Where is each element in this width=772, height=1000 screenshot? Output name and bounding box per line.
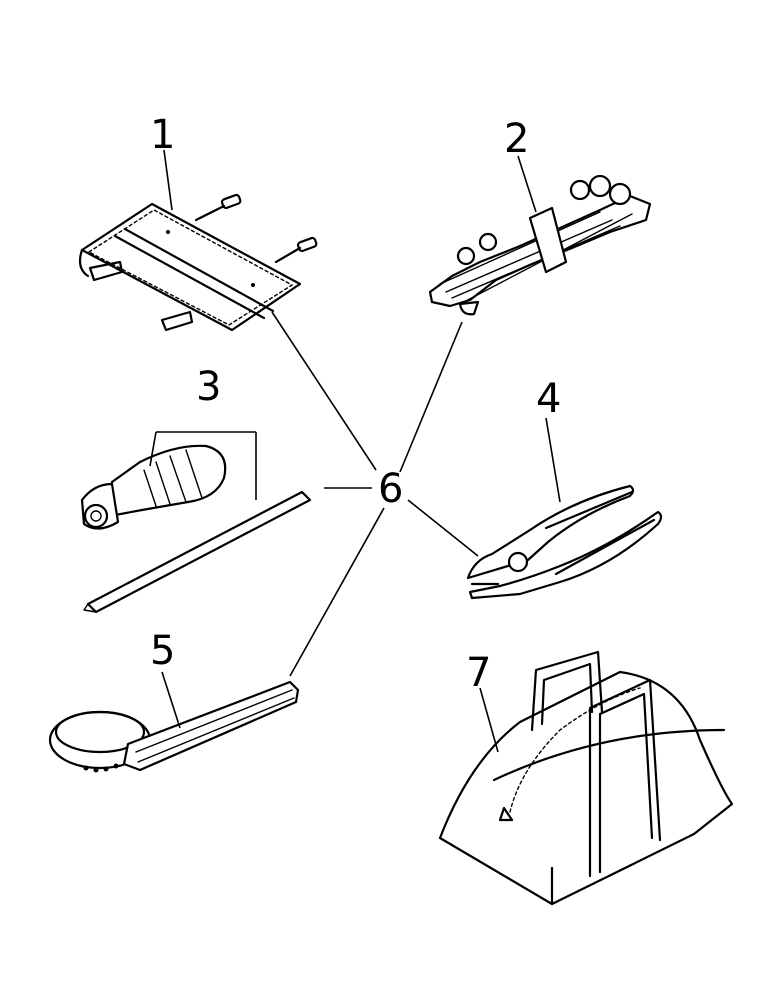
- callout-wrench-set: 2: [504, 116, 529, 162]
- leader-lines: [149, 149, 561, 753]
- filter-wrench-illustration: [48, 680, 300, 773]
- callout-tool-kit: 6: [378, 466, 403, 512]
- callout-tool-bag: 7: [466, 650, 491, 696]
- pliers-illustration: [466, 484, 663, 600]
- screwdriver-illustration: [80, 444, 312, 614]
- tool-roll-illustration: [78, 193, 318, 332]
- callout-filter-wrench: 5: [150, 628, 175, 674]
- wrench-set-illustration: [428, 174, 652, 316]
- callout-tool-roll: 1: [150, 112, 175, 158]
- callout-pliers: 4: [536, 376, 561, 422]
- callout-screwdriver: 3: [196, 364, 221, 410]
- tool-bag-illustration: [438, 650, 734, 906]
